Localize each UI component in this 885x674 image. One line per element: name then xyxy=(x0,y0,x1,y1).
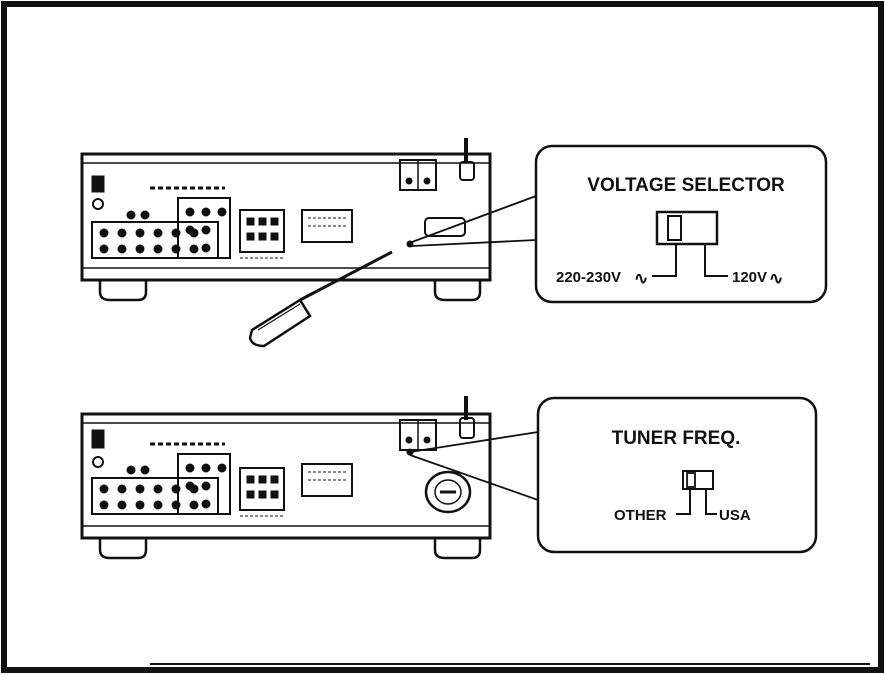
voltage-switch-icon xyxy=(655,210,719,246)
ac-symbol-right: ∿ xyxy=(769,269,783,288)
receiver-rear-panel-bottom xyxy=(80,396,492,560)
screwdriver-icon xyxy=(248,250,393,348)
tuner-option-other: OTHER xyxy=(614,507,667,524)
tuner-option-usa: USA xyxy=(719,507,751,524)
ac-symbol-left: ∿ xyxy=(634,269,648,288)
tuner-freq-title: TUNER FREQ. xyxy=(612,428,741,449)
voltage-selector-title: VOLTAGE SELECTOR xyxy=(587,175,785,196)
voltage-option-120v: 120V xyxy=(732,269,767,286)
receiver-rear-panel-top xyxy=(80,138,492,302)
tuner-freq-callout: TUNER FREQ. OTHER USA xyxy=(536,396,818,554)
voltage-option-220-230v: 220-230V xyxy=(556,269,621,286)
voltage-selector-callout: VOLTAGE SELECTOR 220-230V ∿ 120V ∿ xyxy=(534,144,828,304)
